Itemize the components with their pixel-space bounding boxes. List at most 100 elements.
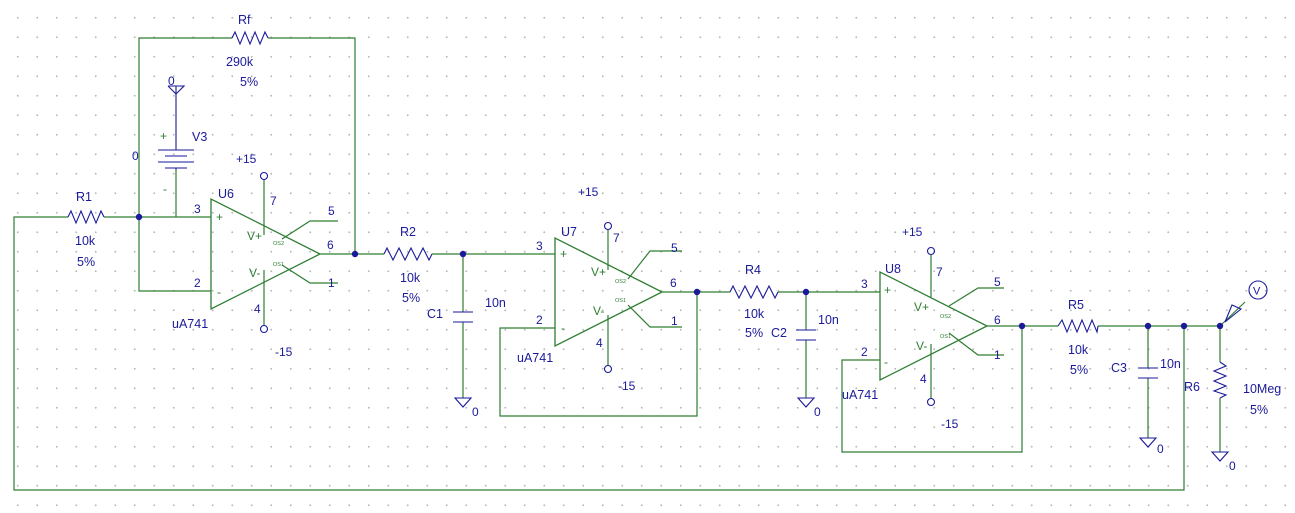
u6-pin3: 3 [194,202,201,216]
u6-os2: OS2 [273,241,284,247]
u6-vcc: +15 [236,152,257,166]
resistor-r4[interactable]: R4 10k 5% [729,263,779,340]
u7-pin3: 3 [536,239,543,253]
r6-tolerance: 5% [1250,403,1268,417]
u6-pin2: 2 [194,276,201,290]
rf-tolerance: 5% [240,75,258,89]
voltage-probe-icon: V [1253,286,1261,298]
u8-pin5: 5 [994,275,1001,289]
v3-name: V3 [192,130,207,144]
r6-gnd: 0 [1229,459,1236,473]
c1-gnd: 0 [472,405,479,419]
resistor-r1[interactable]: R1 10k 5% [67,190,105,269]
r5-name: R5 [1068,298,1084,312]
c2-gnd: 0 [814,405,821,419]
u7-pin6: 6 [670,276,677,290]
u8-pin1: 1 [994,348,1001,362]
u6-vee: -15 [275,345,293,359]
rf-value: 290k [226,55,254,69]
r4-tolerance: 5% [745,326,763,340]
ground-arrow-icon [167,85,186,95]
u8-os1: OS1 [940,334,951,340]
r1-value: 10k [75,234,96,248]
capacitor-c3[interactable]: C3 10n 0 [1111,357,1181,456]
u6-vminus: V- [249,266,260,280]
u7-pin2: 2 [536,313,543,327]
u6-os1: OS1 [273,262,284,268]
r2-name: R2 [400,225,416,239]
u7-vminus: V- [593,304,604,318]
capacitor-c2[interactable]: C2 10n 0 [771,313,839,419]
junctions [135,213,1224,330]
u6-vplus: V+ [247,229,262,243]
v3-minus: - [163,182,167,196]
u6-part: uA741 [172,317,208,331]
r6-value: 10Meg [1243,382,1281,396]
u7-pin1: 1 [671,314,678,328]
u8-vplus: V+ [914,300,929,314]
u7-pin7: 7 [613,231,620,245]
u8-vminus: V- [916,339,927,353]
u8-pin2: 2 [861,345,868,359]
capacitor-c1[interactable]: C1 10n 0 [427,296,506,419]
u8-os2: OS2 [940,314,951,320]
u8-pin3: 3 [861,277,868,291]
opamp-u7[interactable]: U7 uA741 +15 -15 7 4 5 1 6 3 2 V+ V- OS2… [517,185,678,393]
u8-pin6: 6 [994,313,1001,327]
u7-os1: OS1 [615,298,626,304]
source-v3[interactable]: 0 0 + - V3 [132,74,207,196]
r4-name: R4 [745,263,761,277]
v3-gnd-label: 0 [168,74,175,88]
u8-vee: -15 [941,417,959,431]
u7-minus: - [561,321,565,335]
u7-plus: + [560,247,567,261]
u8-minus: - [884,355,888,369]
v3-plus: + [160,129,167,143]
resistor-rf[interactable]: Rf 290k 5% [226,13,269,89]
r2-value: 10k [400,271,421,285]
u7-pin4: 4 [596,336,603,350]
wires [13,37,1246,491]
u6-plus: + [216,210,223,224]
u6-pin6: 6 [327,238,334,252]
u6-pin7: 7 [270,194,277,208]
u8-part: uA741 [842,388,878,402]
u7-os2: OS2 [615,279,626,285]
resistor-r6[interactable]: R6 10Meg 5% 0 [1184,361,1281,473]
v3-node-label: 0 [132,149,139,163]
u7-name: U7 [561,225,577,239]
u8-pin7: 7 [936,265,943,279]
u6-pin1: 1 [328,276,335,290]
u7-vee: -15 [618,379,636,393]
r5-value: 10k [1068,343,1089,357]
opamp-u8[interactable]: U8 uA741 +15 -15 7 4 5 1 6 3 2 V+ V- OS2… [842,225,1001,431]
u6-pin5: 5 [328,204,335,218]
resistor-r2[interactable]: R2 10k 5% [383,225,433,305]
c3-value: 10n [1160,357,1181,371]
r5-tolerance: 5% [1070,363,1088,377]
u8-vcc: +15 [902,225,923,239]
u7-pin5: 5 [671,241,678,255]
rf-name: Rf [238,13,251,27]
c3-name: C3 [1111,361,1127,375]
voltage-probe[interactable]: V [1224,280,1268,323]
opamp-u6[interactable]: U6 uA741 +15 -15 7 4 5 1 6 3 2 V+ V- OS2… [172,152,335,359]
u6-name: U6 [218,187,234,201]
u6-pin4: 4 [254,302,261,316]
u7-vplus: V+ [591,265,606,279]
u7-vcc: +15 [578,185,599,199]
r2-tolerance: 5% [402,291,420,305]
r6-name: R6 [1184,380,1200,394]
c2-value: 10n [818,313,839,327]
u8-name: U8 [885,262,901,276]
resistor-r5[interactable]: R5 10k 5% [1057,298,1099,377]
u8-plus: + [884,283,891,297]
c1-name: C1 [427,307,443,321]
c3-gnd: 0 [1157,442,1164,456]
r1-name: R1 [76,190,92,204]
c1-value: 10n [485,296,506,310]
r4-value: 10k [744,307,765,321]
u7-part: uA741 [517,351,553,365]
